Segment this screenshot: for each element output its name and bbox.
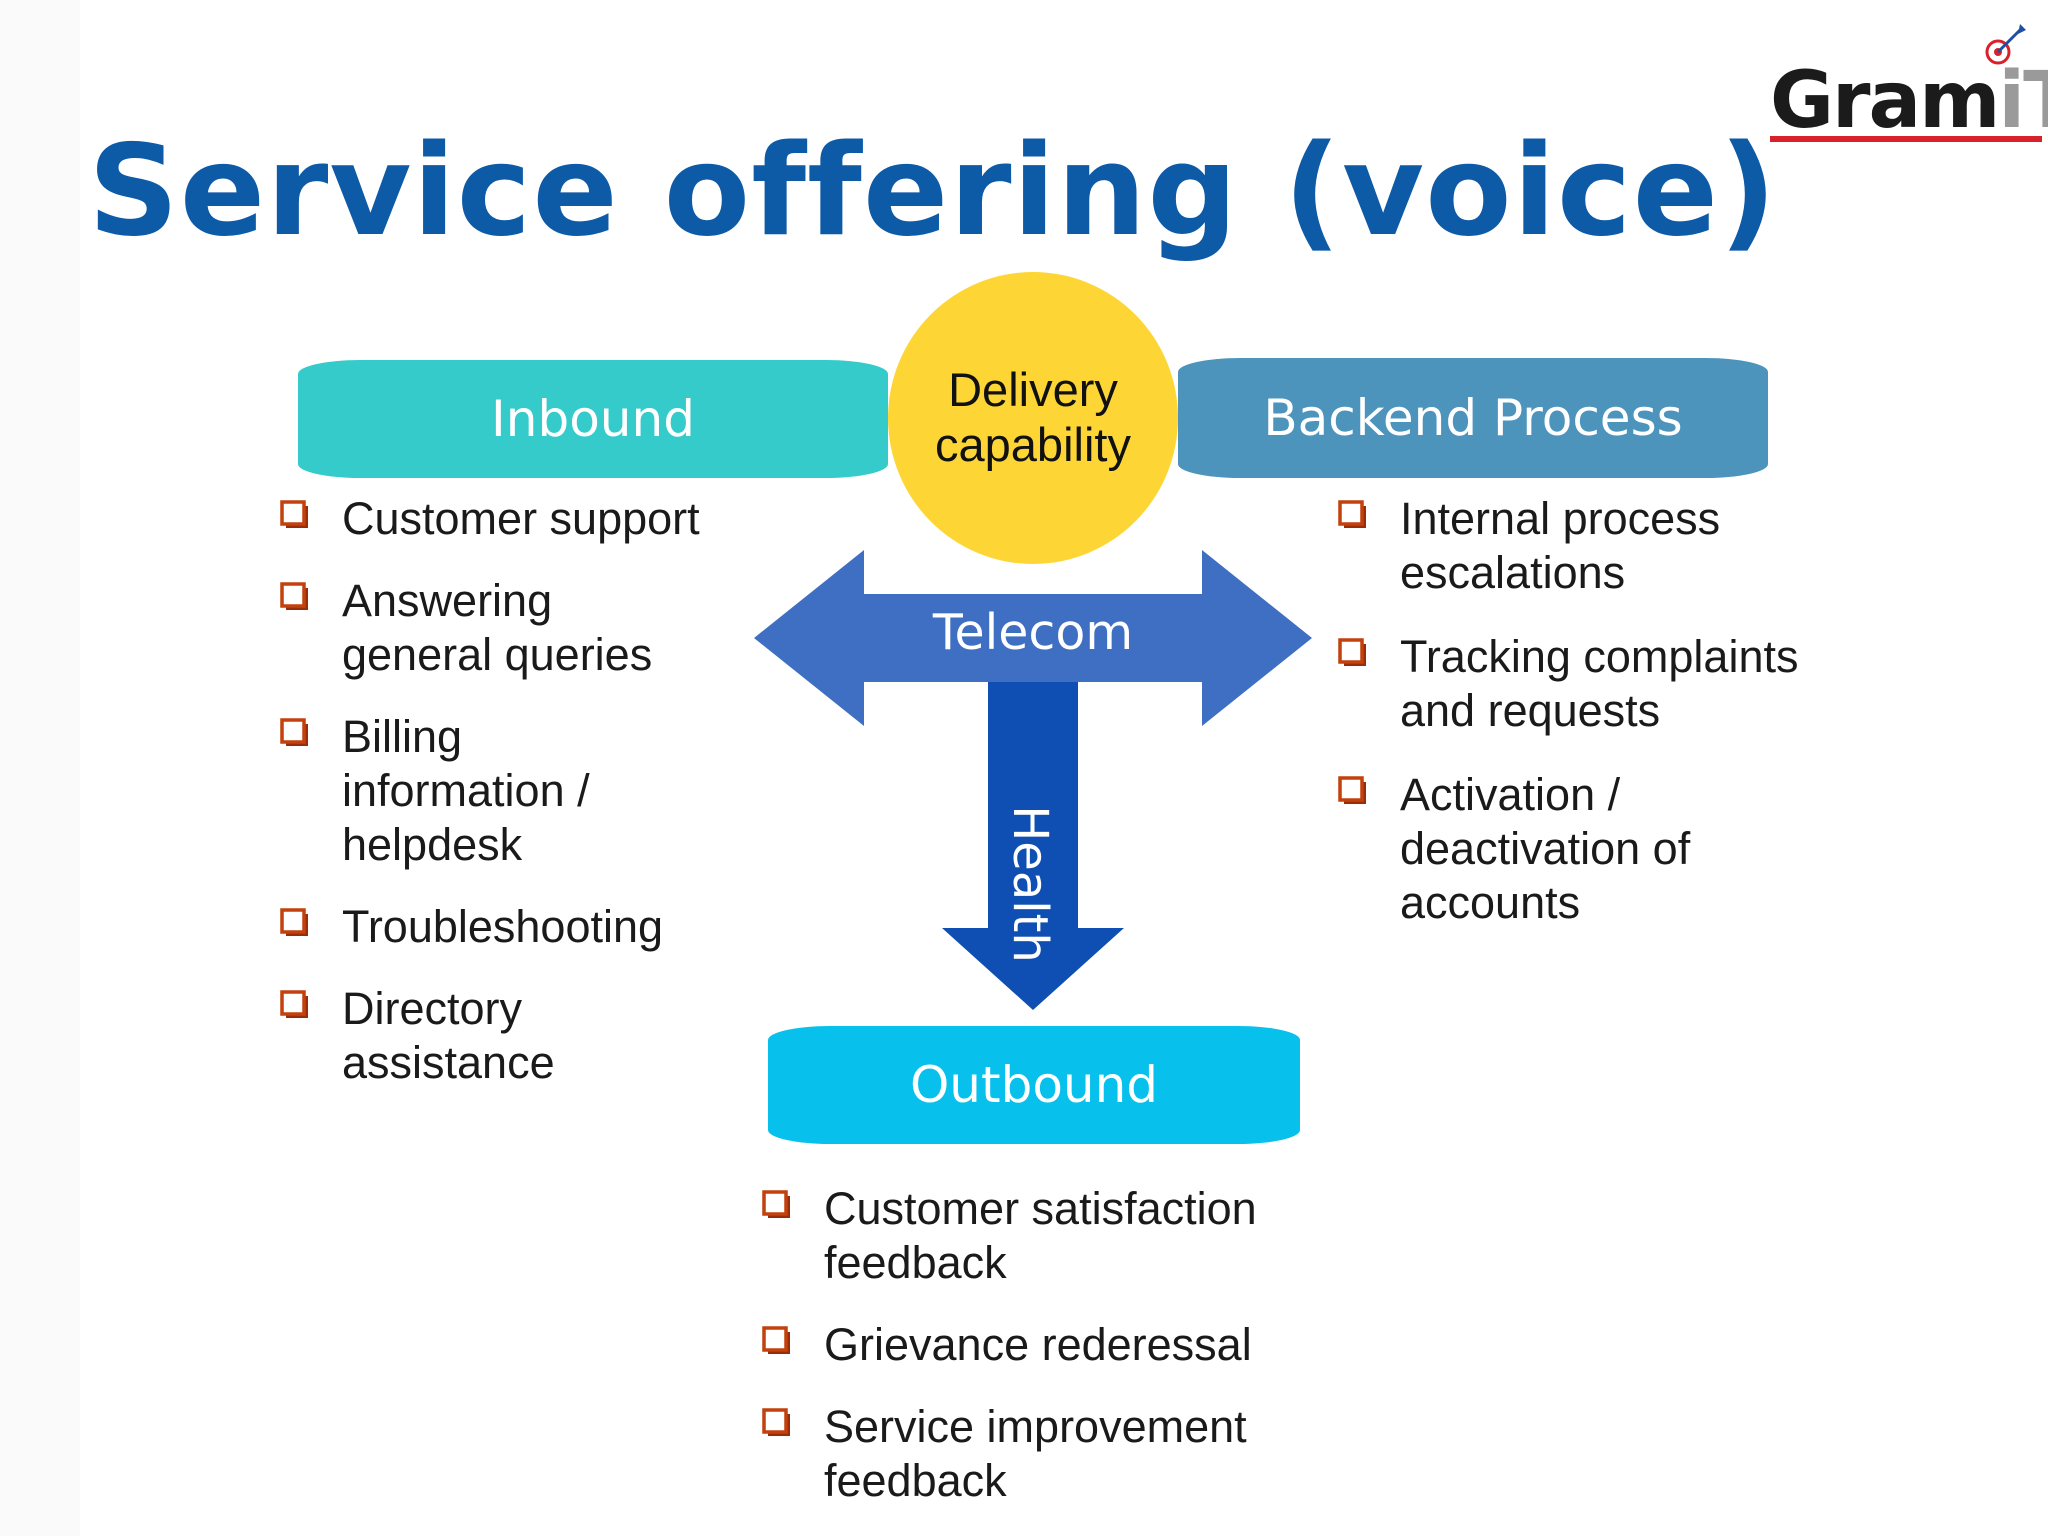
health-label: Health [1002,805,1058,963]
inbound-header: Inbound [298,360,888,478]
list-item-line: feedback [824,1455,1007,1506]
telecom-label: Telecom [932,604,1134,661]
slide-title: Service offering (voice) [88,117,1778,264]
list-item-line: Answering [342,575,553,626]
list-item-line: Troubleshooting [342,901,664,952]
checkbox-bullet-icon [762,1190,790,1218]
list-item-line: Customer support [342,493,700,544]
checkbox-bullet-icon [280,500,308,528]
list-item-line: and requests [1400,685,1661,736]
telecom-double-arrow [754,550,1312,726]
list-item-line: helpdesk [342,819,523,870]
checkbox-bullet-icon [280,718,308,746]
checkbox-bullet-icon [762,1408,790,1436]
slide-margin-shade [0,0,80,1536]
list-item-line: Billing [342,711,463,762]
checkbox-bullet-icon [1338,776,1366,804]
list-item: Grievance rederessal [762,1318,1322,1372]
logo-underline [1770,136,2042,142]
list-item-line: general queries [342,629,653,680]
list-item-line: Directory [342,983,523,1034]
logo-word-it: iT [1998,56,2048,146]
delivery-capability-label: Delivery capability [923,363,1143,472]
logo-word-gram: Gram [1770,56,2000,146]
list-item-line: Internal process [1400,493,1721,544]
list-item-line: Service improvement [824,1401,1247,1452]
list-item-line: Tracking complaints [1400,631,1799,682]
list-item-line: feedback [824,1237,1007,1288]
outbound-header: Outbound [768,1026,1300,1144]
checkbox-bullet-icon [1338,500,1366,528]
checkbox-bullet-icon [280,908,308,936]
health-down-arrow [942,682,1124,1010]
list-item-line: deactivation of [1400,823,1691,874]
list-item-line: Customer satisfaction [824,1183,1257,1234]
list-item-line: assistance [342,1037,555,1088]
checkbox-bullet-icon [280,990,308,1018]
list-item-line: escalations [1400,547,1626,598]
delivery-line-1: Delivery [948,363,1118,417]
checkbox-bullet-icon [1338,638,1366,666]
list-item-line: Activation / [1400,769,1621,820]
list-item-line: information / [342,765,590,816]
backend-process-header: Backend Process [1178,358,1768,478]
target-icon [1985,24,2026,65]
list-item-line: accounts [1400,877,1581,928]
checkbox-bullet-icon [280,582,308,610]
list-item: Customer support [280,492,760,546]
list-item-line: Grievance rederessal [824,1319,1252,1370]
checkbox-bullet-icon [762,1326,790,1354]
list-item: Troubleshooting [280,900,760,954]
delivery-capability-circle: Delivery capability [888,272,1178,564]
delivery-line-2: capability [935,418,1131,471]
